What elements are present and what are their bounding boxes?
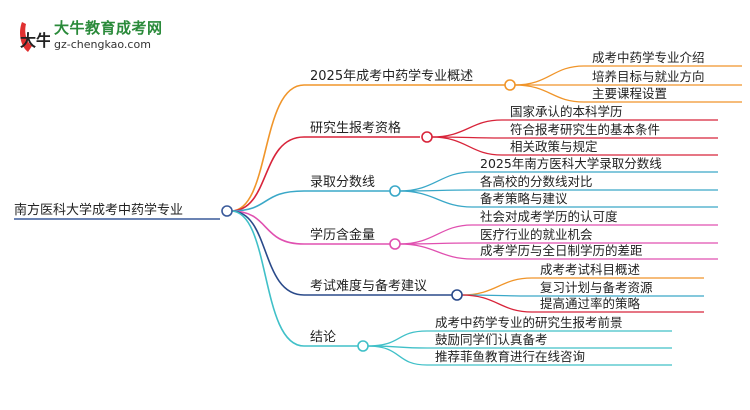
- branch-2-child-3-label[interactable]: 相关政策与规定: [510, 139, 598, 154]
- branch-3-child-2-label[interactable]: 各高校的分数线对比: [480, 174, 593, 189]
- root-toggle-icon[interactable]: [221, 205, 233, 217]
- link-branch-4-child-3: [398, 243, 473, 260]
- branch-2-toggle-icon[interactable]: [421, 131, 433, 143]
- branch-3-toggle-icon[interactable]: [389, 185, 401, 197]
- branch-6-child-2-label[interactable]: 鼓励同学们认真备考: [435, 332, 548, 347]
- branch-3-child-1-label[interactable]: 2025年南方医科大学录取分数线: [480, 156, 662, 171]
- link-branch-5-child-1: [460, 277, 533, 296]
- branch-5-child-1-label[interactable]: 成考考试科目概述: [540, 262, 641, 277]
- link-root-branch-2: [230, 136, 305, 212]
- link-root-branch-5: [230, 210, 305, 296]
- branch-1-label[interactable]: 2025年成考中药学专业概述: [310, 68, 473, 84]
- link-root-branch-6: [230, 210, 305, 347]
- link-root-branch-3: [230, 190, 305, 212]
- logo-url: gz-chengkao.com: [54, 38, 151, 51]
- link-branch-4-child-1: [398, 224, 473, 245]
- branch-6-child-1-label[interactable]: 成考中药学专业的研究生报考前景: [435, 315, 623, 330]
- branch-5-child-2-label[interactable]: 复习计划与备考资源: [540, 280, 653, 295]
- branch-6-toggle-icon[interactable]: [357, 340, 369, 352]
- link-root-branch-1: [230, 84, 305, 212]
- branch-4-toggle-icon[interactable]: [389, 238, 401, 250]
- branch-6-child-3-label[interactable]: 推荐菲鱼教育进行在线咨询: [435, 349, 585, 364]
- link-branch-3-child-1: [398, 171, 473, 192]
- branch-1-child-2-label[interactable]: 培养目标与就业方向: [592, 69, 705, 84]
- link-branch-2-child-1: [430, 119, 503, 138]
- branch-1-child-3-label[interactable]: 主要课程设置: [592, 86, 667, 101]
- link-branch-6-child-1: [366, 330, 428, 347]
- branch-2-label[interactable]: 研究生报考资格: [310, 120, 401, 136]
- root-node-label: 南方医科大学成考中药学专业: [14, 202, 183, 218]
- branch-6-label[interactable]: 结论: [310, 330, 336, 345]
- link-branch-3-child-3: [398, 190, 473, 208]
- branch-5-toggle-icon[interactable]: [451, 289, 463, 301]
- branch-4-label[interactable]: 学历含金量: [310, 227, 375, 243]
- branch-4-child-1-label[interactable]: 社会对成考学历的认可度: [480, 209, 618, 224]
- branch-1-child-1-label[interactable]: 成考中药学专业介绍: [592, 50, 705, 65]
- link-branch-6-child-3: [366, 345, 428, 366]
- branch-3-child-3-label[interactable]: 备考策略与建议: [480, 191, 568, 206]
- branch-4-child-3-label[interactable]: 成考学历与全日制学历的差距: [480, 243, 643, 258]
- link-branch-1-child-3: [513, 84, 585, 103]
- mind-map-nodes: 南方医科大学成考中药学专业 2025年成考中药学专业概述 成考中药学专业介绍培养目…: [14, 50, 705, 364]
- branch-4-child-2-label[interactable]: 医疗行业的就业机会: [480, 227, 593, 242]
- branch-2-child-2-label[interactable]: 符合报考研究生的基本条件: [510, 122, 660, 137]
- logo-mark-icon: 大牛: [20, 22, 50, 52]
- link-branch-5-child-3: [460, 294, 533, 313]
- logo-title: 大牛教育成考网: [54, 19, 163, 37]
- mind-map-links: [14, 65, 742, 366]
- branch-5-label[interactable]: 考试难度与备考建议: [310, 278, 427, 294]
- branch-1-toggle-icon[interactable]: [504, 79, 516, 91]
- logo-glyph: 大牛: [20, 31, 50, 50]
- branch-2-child-1-label[interactable]: 国家承认的本科学历: [510, 104, 623, 119]
- branch-3-label[interactable]: 录取分数线: [310, 175, 375, 190]
- link-branch-2-child-3: [430, 136, 503, 156]
- branch-5-child-3-label[interactable]: 提高通过率的策略: [540, 296, 641, 311]
- site-logo[interactable]: 大牛 大牛教育成考网 gz-chengkao.com: [14, 14, 174, 58]
- link-root-branch-4: [230, 210, 305, 245]
- link-branch-1-child-1: [513, 65, 585, 86]
